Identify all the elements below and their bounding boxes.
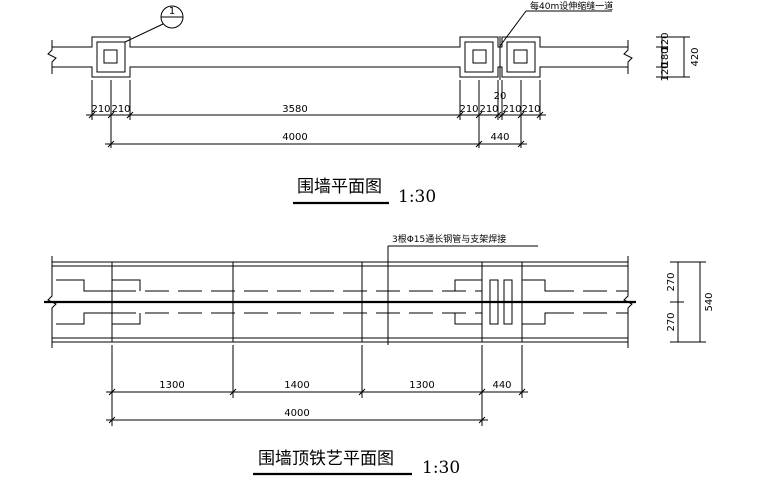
- rail-note: 3根Φ15通长钢管与支架焊接: [392, 233, 506, 245]
- rail-crank-left-bottom: [56, 312, 112, 325]
- rail-dim-440: 440: [492, 380, 511, 391]
- pilaster-right-inner: [506, 41, 536, 73]
- rail-title: 围墙顶铁艺平面图: [258, 449, 394, 469]
- rail-joint-bar-2: [503, 279, 513, 325]
- rail-joint-bar-1: [489, 279, 499, 325]
- column-square-right: [513, 49, 528, 64]
- dim-210-b: 210: [111, 104, 130, 115]
- vdim-120-top: 120: [660, 32, 671, 51]
- rail-dim-row-2-ticks: [108, 416, 486, 424]
- rail-dim-1300-b: 1300: [409, 380, 434, 391]
- rail-plan: 3根Φ15通长钢管与支架焊接 270 270 540 1300 1400 130…: [44, 233, 715, 478]
- vdim-180: 180: [660, 47, 671, 66]
- joint-note: 每40m设伸缩缝一道: [530, 0, 613, 12]
- pilaster-mid-inner: [464, 41, 494, 73]
- column-square-mid: [472, 49, 487, 64]
- rail-crank-r-top: [454, 279, 482, 291]
- dim-210-e: 210: [502, 104, 521, 115]
- rail-crank-mid-top: [112, 279, 141, 291]
- dim-row-1-ticks: [88, 111, 544, 119]
- pilaster-left-inner: [96, 41, 126, 73]
- rail-crank-mid-bottom: [112, 313, 141, 325]
- plan-title: 围墙平面图: [297, 177, 382, 197]
- rail-crank-rr-bottom: [522, 312, 550, 325]
- rail-break-left: [47, 256, 57, 348]
- joint-note-leader: [499, 10, 527, 47]
- dim-440: 440: [490, 132, 509, 143]
- dim-210-d: 210: [479, 104, 498, 115]
- dim-4000: 4000: [282, 132, 307, 143]
- rail-crank-left-top: [56, 279, 112, 292]
- dim-210-a: 210: [91, 104, 110, 115]
- rail-vdim-540: 540: [704, 292, 715, 311]
- rail-dim-1400: 1400: [284, 380, 309, 391]
- wall-outline-bottom: [52, 66, 628, 78]
- break-mark-left: [47, 40, 57, 74]
- rail-vdim-270-top: 270: [666, 272, 677, 291]
- rail-break-right: [623, 256, 633, 348]
- dim-210-f: 210: [521, 104, 540, 115]
- wall-plan: 1 每40m设伸缩缝一道 120 180 120 420 210 210 358…: [47, 0, 701, 207]
- vdim-120-bottom: 120: [660, 62, 671, 81]
- break-mark-right: [623, 40, 633, 74]
- rail-crank-r-bottom: [454, 313, 482, 325]
- rail-scale: 1:30: [422, 458, 460, 478]
- column-square-left: [103, 49, 118, 64]
- rail-crank-rr-top: [522, 279, 550, 292]
- vdim-420: 420: [690, 47, 701, 66]
- callout-number: 1: [169, 6, 175, 17]
- dim-20: 20: [494, 91, 507, 102]
- dim-3580: 3580: [282, 104, 307, 115]
- dim-row-2-ticks: [107, 140, 525, 148]
- callout-leader: [124, 23, 164, 43]
- wall-outline-top: [52, 36, 628, 48]
- rail-dim-4000: 4000: [284, 408, 309, 419]
- rail-dim-1300-a: 1300: [159, 380, 184, 391]
- dim-210-c: 210: [459, 104, 478, 115]
- rail-dim-row-1-ticks: [108, 388, 526, 396]
- rail-vdim-270-bottom: 270: [666, 312, 677, 331]
- plan-scale: 1:30: [398, 187, 436, 207]
